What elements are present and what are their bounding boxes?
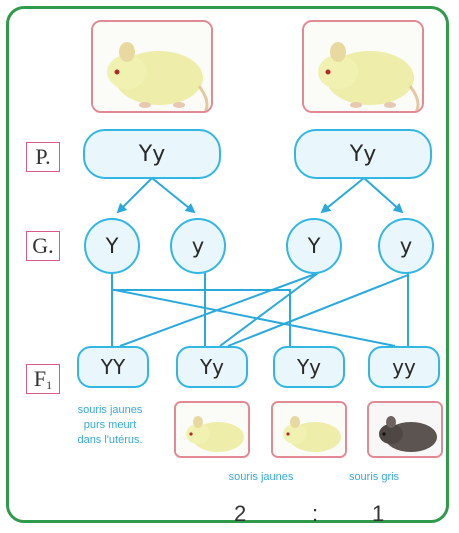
arrow-p1-to-g2 bbox=[151, 177, 196, 214]
label-offspring-letter: F bbox=[33, 366, 47, 391]
cross-line-g2-f4 bbox=[114, 289, 396, 347]
yellow-mouse-image bbox=[93, 22, 211, 111]
label-parents: P. bbox=[26, 142, 60, 172]
yellow-mouse-image bbox=[273, 403, 345, 456]
caption-lethal-line-3: dans l'utérus. bbox=[77, 434, 143, 446]
diagram-frame bbox=[6, 6, 449, 523]
caption-grey: souris gris bbox=[348, 471, 400, 483]
ratio-right: 1 bbox=[372, 501, 385, 526]
cross-line-g3-f1 bbox=[119, 272, 319, 347]
caption-lethal: souris jaunes purs meurt dans l'utérus. bbox=[58, 403, 162, 448]
parent-mouse-photo-right bbox=[302, 20, 424, 113]
gamete-4: y bbox=[378, 218, 434, 274]
offspring-mouse-photo-3 bbox=[367, 401, 443, 458]
cross-line-g4-f2 bbox=[227, 274, 409, 347]
parent-genotype-right: Yy bbox=[294, 129, 432, 179]
caption-lethal-line-1: souris jaunes bbox=[77, 404, 143, 416]
label-offspring-subscript: 1 bbox=[46, 377, 53, 392]
offspring-genotype-2: Yy bbox=[176, 346, 248, 388]
gamete-3: Y bbox=[286, 218, 342, 274]
parent-genotype-left: Yy bbox=[83, 129, 221, 179]
arrow-p1-to-g1 bbox=[116, 177, 153, 214]
caption-yellow: souris jaunes bbox=[228, 471, 294, 483]
cross-line-y1-yy2 bbox=[112, 289, 291, 346]
offspring-mouse-photo-1 bbox=[174, 401, 250, 458]
yellow-mouse-image bbox=[304, 22, 422, 111]
offspring-genotype-4: yy bbox=[368, 346, 440, 388]
caption-lethal-line-2: purs meurt bbox=[83, 419, 137, 431]
arrow-p2-to-g3 bbox=[320, 177, 365, 214]
offspring-genotype-3: Yy bbox=[273, 346, 345, 388]
ratio-left: 2 bbox=[234, 501, 247, 526]
ratio-separator: : bbox=[312, 501, 319, 526]
offspring-mouse-photo-2 bbox=[271, 401, 347, 458]
label-gametes: G. bbox=[26, 231, 60, 261]
offspring-genotype-1: YY bbox=[77, 346, 149, 388]
grey-mouse-image bbox=[369, 403, 441, 456]
parent-mouse-photo-left bbox=[91, 20, 213, 113]
yellow-mouse-image bbox=[176, 403, 248, 456]
cross-line-g3-f3 bbox=[219, 272, 319, 347]
gamete-2: y bbox=[170, 218, 226, 274]
arrow-p2-to-g4 bbox=[363, 177, 404, 214]
gamete-1: Y bbox=[84, 218, 140, 274]
